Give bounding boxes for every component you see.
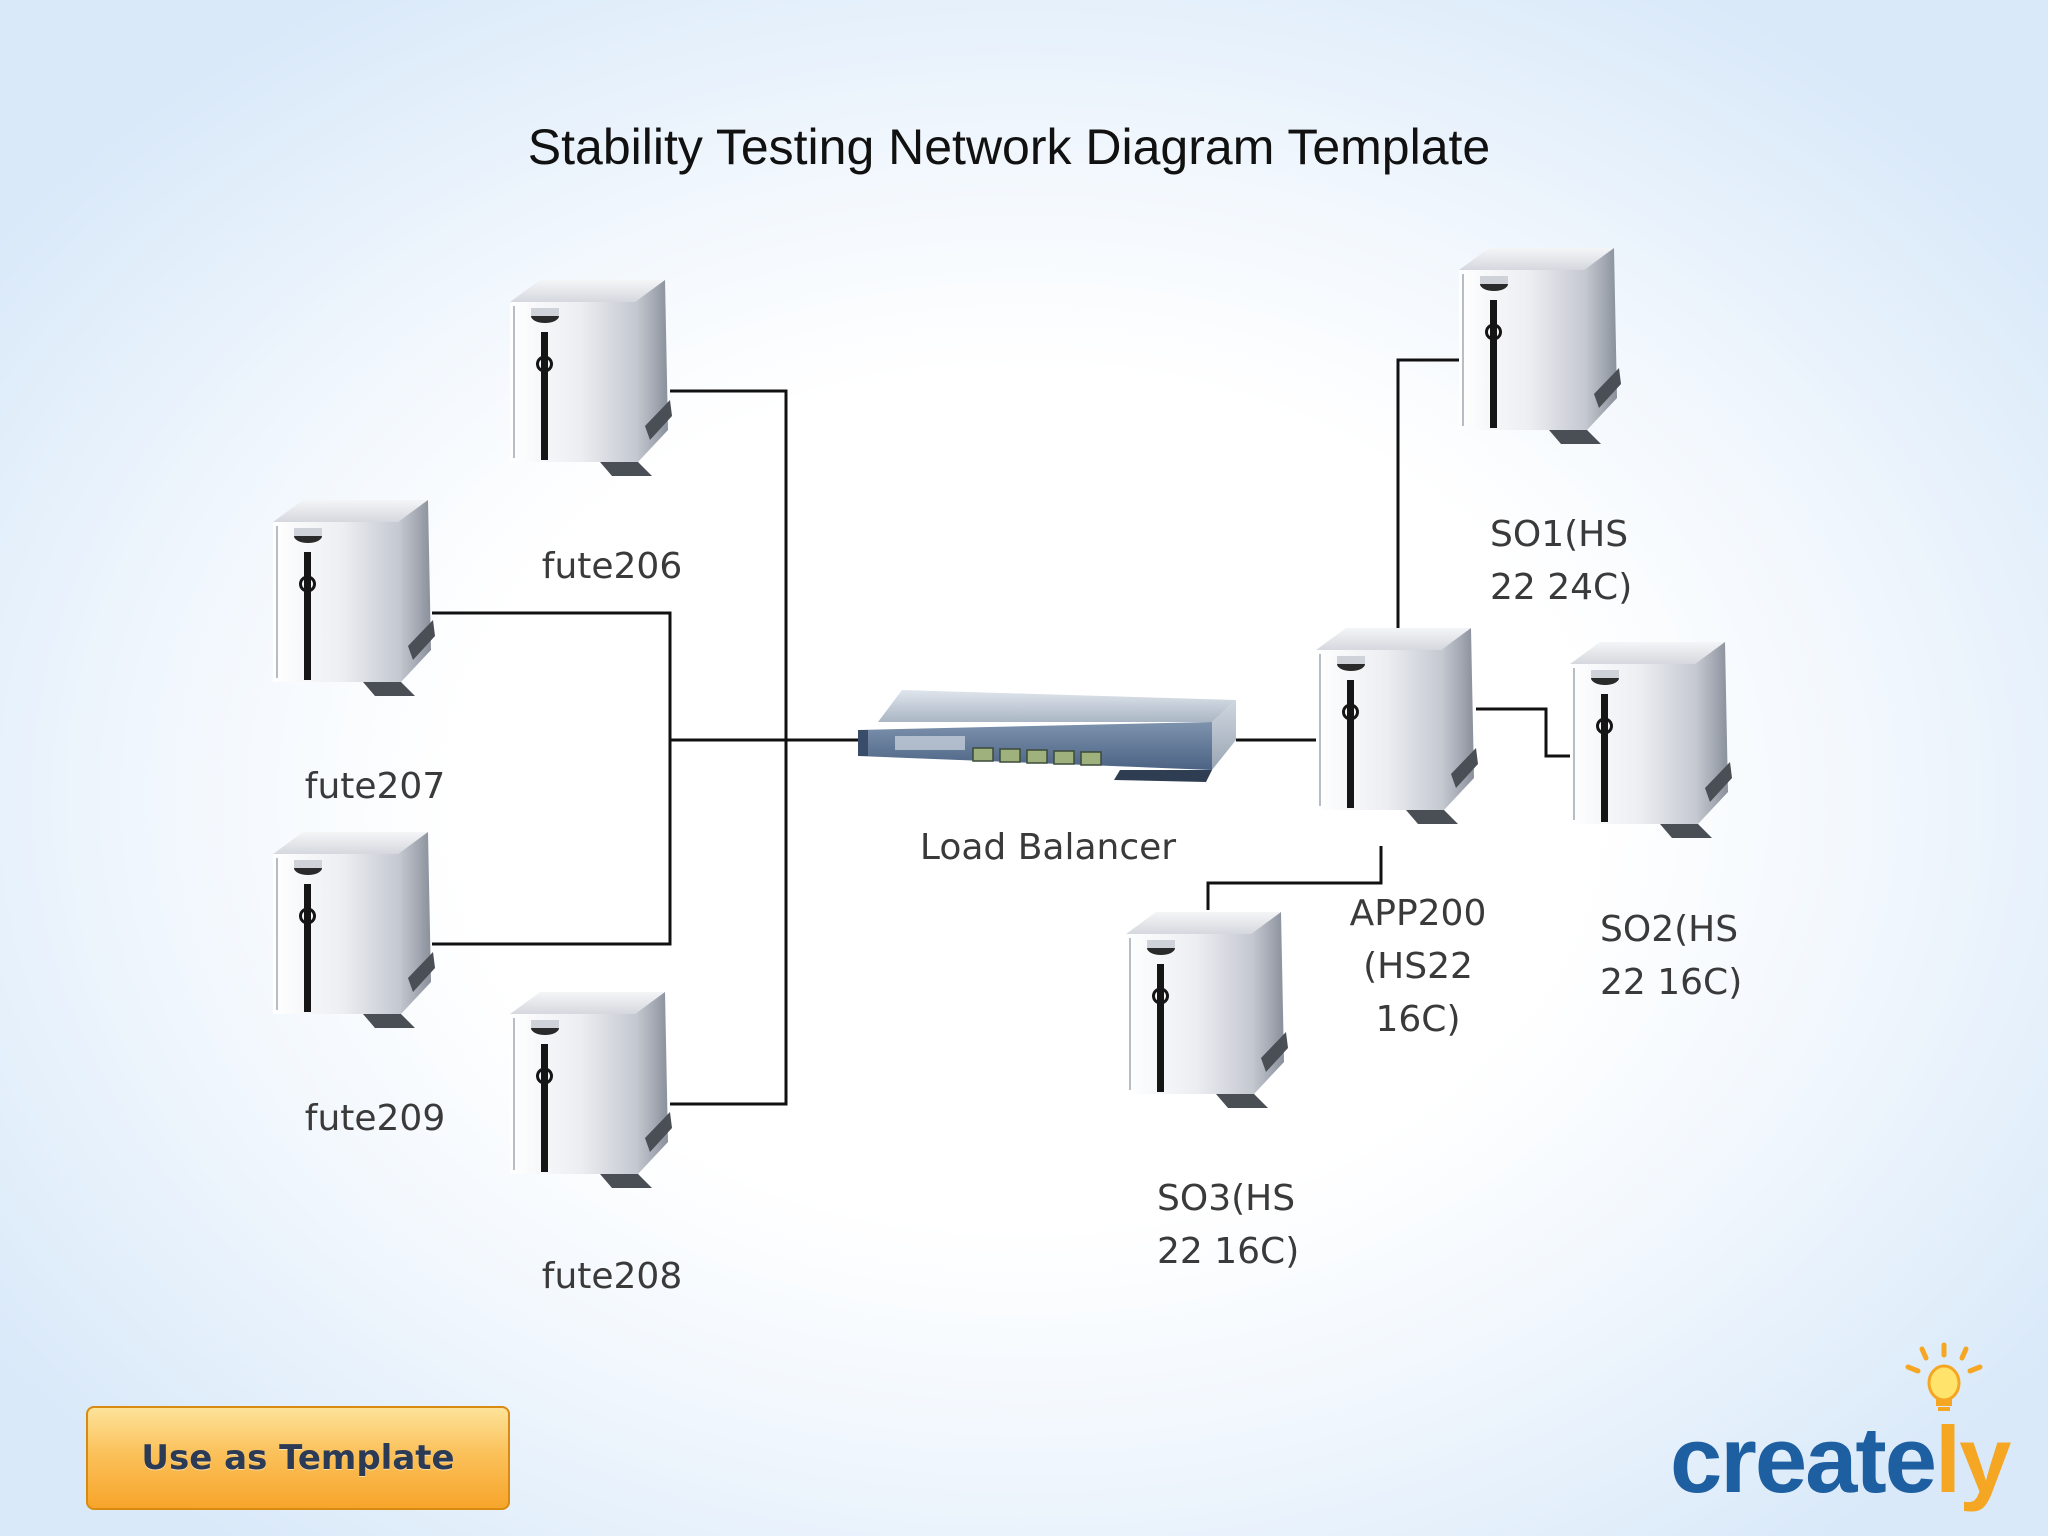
load-balancer-icon	[858, 690, 1236, 782]
connector-app200-so1	[1396, 358, 1462, 628]
label-app200-line-3: 16C)	[1375, 999, 1461, 1040]
server-so1-icon	[1459, 248, 1623, 446]
label-app200-line-1: APP200	[1349, 893, 1487, 934]
server-app200-icon	[1316, 628, 1480, 826]
label-so2-line-1: SO2(HS	[1600, 909, 1739, 950]
connector-fute208	[670, 740, 788, 1106]
label-so1-line-1: SO1(HS	[1490, 514, 1629, 555]
connector-fute207	[432, 611, 672, 740]
server-fute209-icon	[273, 832, 437, 1030]
server-so2-icon	[1570, 642, 1734, 840]
server-fute208-icon	[510, 992, 674, 1190]
label-so1-line-2: 22 24C)	[1490, 567, 1633, 608]
server-fute206-icon	[510, 280, 674, 478]
label-fute207: fute207	[304, 766, 446, 807]
server-fute207-icon	[273, 500, 437, 698]
connector-app200-so3	[1206, 846, 1383, 910]
page-title: Stability Testing Network Diagram Templa…	[527, 119, 1491, 175]
server-so3-icon	[1126, 912, 1290, 1110]
label-fute209: fute209	[304, 1098, 446, 1139]
label-so2: SO2(HS 22 16C)	[1600, 903, 1800, 1009]
lightbulb-icon	[1905, 1342, 1983, 1411]
label-so1: SO1(HS 22 24C)	[1490, 508, 1690, 614]
label-load-balancer: Load Balancer	[919, 827, 1177, 868]
label-so2-line-2: 22 16C)	[1600, 962, 1743, 1003]
creately-logo: creately	[1670, 1342, 2013, 1512]
use-as-template-button[interactable]: Use as Template	[86, 1406, 510, 1510]
connector-fute209	[432, 740, 672, 946]
connector-app200-so2	[1476, 707, 1572, 758]
label-fute208: fute208	[541, 1256, 683, 1297]
label-app200-line-2: (HS22	[1363, 946, 1473, 987]
connector-fute206	[670, 389, 788, 740]
label-fute206: fute206	[541, 546, 683, 587]
label-app200: APP200 (HS22 16C)	[1318, 887, 1518, 1046]
svg-text:creately: creately	[1670, 1407, 2011, 1512]
label-so3-line-2: 22 16C)	[1157, 1231, 1300, 1272]
connectors	[432, 358, 1572, 1106]
label-so3-line-1: SO3(HS	[1157, 1178, 1296, 1219]
label-so3: SO3(HS 22 16C)	[1157, 1172, 1357, 1278]
